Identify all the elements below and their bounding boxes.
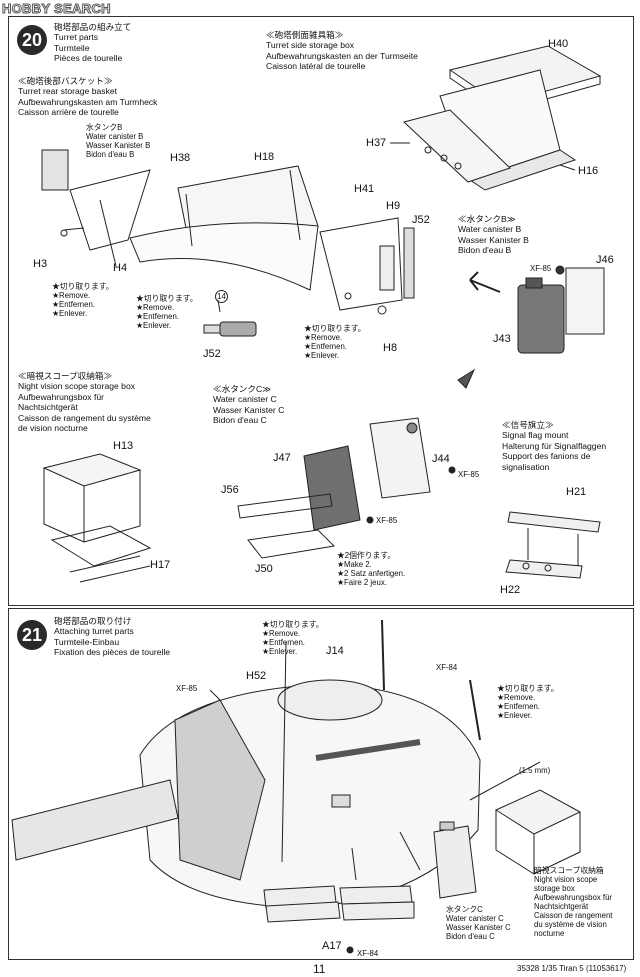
paint-callout-21a: XF-84 — [436, 663, 458, 672]
side-storage-box-drawing — [390, 45, 602, 191]
part-H18: H18 — [254, 151, 275, 163]
paint-callout-1: XF-85 — [530, 264, 552, 273]
j52-part-drawing — [203, 299, 257, 337]
remove-note-21a: ★切り取ります。★Remove.★Entfernen.★Enlever. — [262, 620, 324, 656]
rear-basket-plate-drawing — [129, 165, 319, 291]
part-H37: H37 — [366, 137, 387, 149]
night-box-parts-drawing — [42, 453, 152, 583]
sprue-number-14: 14 — [215, 290, 228, 303]
paint-callout-3: XF-85 — [376, 516, 398, 525]
remove-note-1: ★切り取ります。★Remove.★Entfernen.★Enlever. — [52, 282, 114, 318]
part-H8: H8 — [383, 342, 398, 354]
night-box-21-drawing — [494, 789, 582, 875]
turret-drawing — [11, 619, 541, 909]
part-J50: J50 — [255, 563, 273, 575]
watermark-logo: HOBBY SEARCH — [2, 1, 112, 17]
part-H21: H21 — [566, 486, 587, 498]
night-box-caption: ≪暗視スコープ収納箱≫Night vision scope storage bo… — [18, 371, 151, 434]
part-H16: H16 — [578, 165, 599, 177]
part-J14: J14 — [326, 645, 344, 657]
paint-callout-21b: XF-85 — [176, 684, 198, 693]
water-canister-c-drawing — [237, 417, 456, 559]
paint-callout-2: XF-85 — [458, 470, 480, 479]
signal-flag-mount-drawing — [505, 511, 601, 579]
step-21-badge: 21 — [17, 620, 47, 650]
part-H17: H17 — [150, 559, 171, 571]
make-two-note: ★2個作ります。★Make 2.★2 Satz anfertigen.★Fair… — [337, 551, 406, 587]
part-H52: H52 — [246, 670, 267, 682]
part-H9: H9 — [386, 200, 401, 212]
leader-lines — [209, 641, 421, 881]
mount-cluster-drawing — [319, 217, 415, 315]
part-A17: A17 — [322, 940, 342, 952]
remove-note-2: ★切り取ります。★Remove.★Entfernen.★Enlever. — [136, 294, 198, 330]
part-J46: J46 — [596, 254, 614, 266]
kit-code: 35328 1/35 Tiran 5 (11053617) — [517, 964, 627, 973]
part-J52-b: J52 — [203, 348, 221, 360]
direction-arrows — [457, 271, 501, 389]
page-number: 11 — [313, 962, 326, 976]
part-J47: J47 — [273, 452, 291, 464]
part-H40: H40 — [548, 38, 569, 50]
water-canister-21-drawing — [433, 821, 477, 899]
wire-diameter-note: (1.5 mm) — [519, 766, 551, 775]
remove-note-3: ★切り取ります。★Remove.★Entfernen.★Enlever. — [304, 324, 366, 360]
part-H22: H22 — [500, 584, 521, 596]
part-J43: J43 — [493, 333, 511, 345]
part-H4: H4 — [113, 262, 128, 274]
part-J56: J56 — [221, 484, 239, 496]
part-H38: H38 — [170, 152, 191, 164]
part-H41: H41 — [354, 183, 375, 195]
step-20-badge: 20 — [17, 25, 47, 55]
part-H3: H3 — [33, 258, 48, 270]
part-J44: J44 — [432, 453, 450, 465]
water-canister-b-drawing — [517, 265, 605, 354]
part-H13: H13 — [113, 440, 134, 452]
paint-callout-21c: XF-84 — [357, 949, 379, 958]
track-links-drawing — [263, 885, 415, 954]
part-J52-a: J52 — [412, 214, 430, 226]
basket-frame-drawing — [41, 149, 151, 267]
remove-note-21b: ★切り取ります。★Remove.★Entfernen.★Enlever. — [497, 684, 559, 720]
